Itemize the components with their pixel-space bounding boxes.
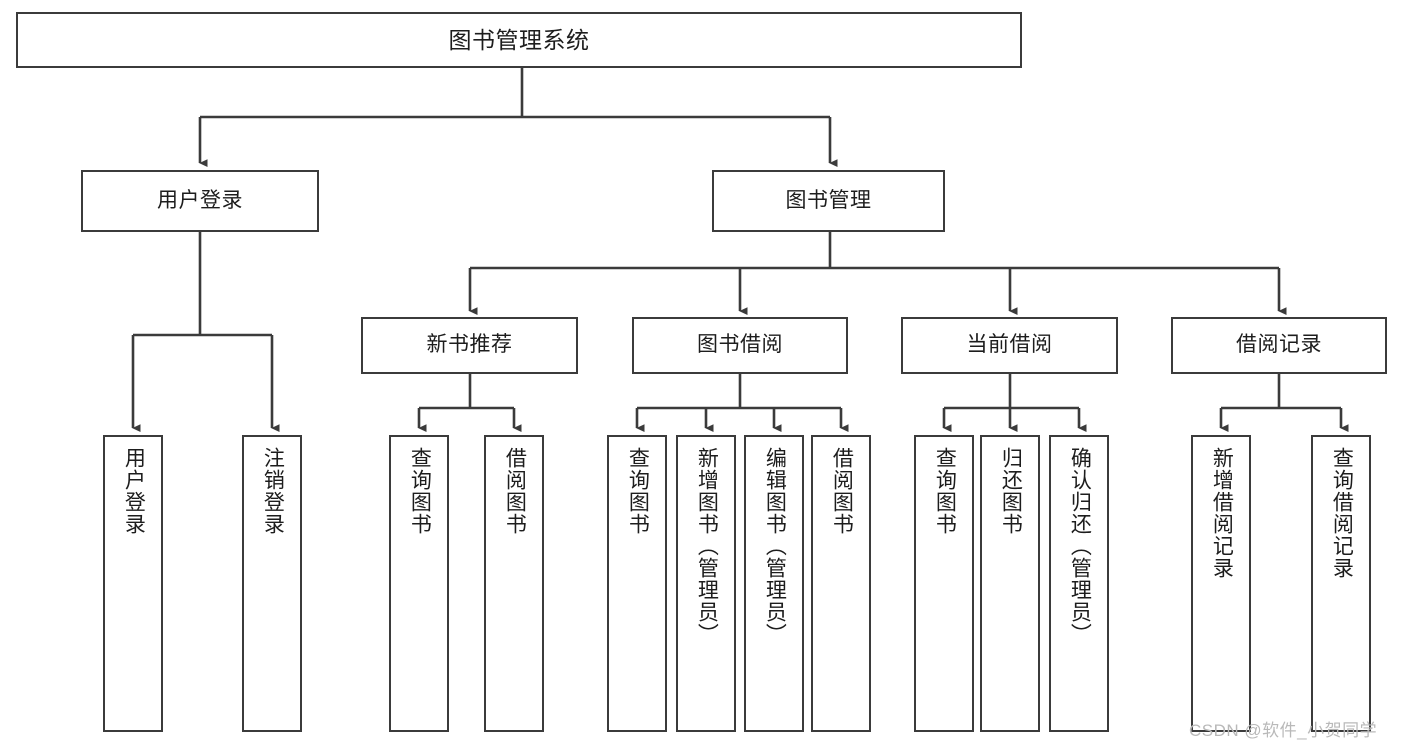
leaf-add-book-admin[interactable]: 新增图书（管理员） bbox=[676, 435, 736, 732]
leaf-query-book-borrow[interactable]: 查询图书 bbox=[607, 435, 667, 732]
node-label: 新书推荐 bbox=[426, 333, 513, 357]
node-label: 新增借阅记录 bbox=[1210, 447, 1234, 579]
node-book-management-system[interactable]: 图书管理系统 bbox=[16, 12, 1022, 68]
leaf-edit-book-admin[interactable]: 编辑图书（管理员） bbox=[744, 435, 804, 732]
node-label: 借阅记录 bbox=[1236, 333, 1322, 357]
node-label: 查询借阅记录 bbox=[1330, 447, 1354, 579]
leaf-confirm-return-admin[interactable]: 确认归还（管理员） bbox=[1049, 435, 1109, 732]
node-label: 用户登录 bbox=[122, 447, 146, 535]
node-label: 归还图书 bbox=[999, 447, 1023, 535]
node-label: 图书借阅 bbox=[697, 333, 783, 357]
leaf-user-login[interactable]: 用户登录 bbox=[103, 435, 163, 732]
leaf-logout-login[interactable]: 注销登录 bbox=[242, 435, 302, 732]
leaf-query-book-recommend[interactable]: 查询图书 bbox=[389, 435, 449, 732]
leaf-borrow-book-recommend[interactable]: 借阅图书 bbox=[484, 435, 544, 732]
node-label: 确认归还（管理员） bbox=[1068, 447, 1092, 645]
node-label: 编辑图书（管理员） bbox=[763, 447, 787, 645]
node-label: 注销登录 bbox=[261, 447, 285, 535]
node-label: 新增图书（管理员） bbox=[695, 447, 719, 645]
leaf-add-borrow-record[interactable]: 新增借阅记录 bbox=[1191, 435, 1251, 732]
node-current-borrow[interactable]: 当前借阅 bbox=[901, 317, 1118, 374]
node-label: 借阅图书 bbox=[830, 447, 854, 535]
node-label: 用户登录 bbox=[157, 188, 243, 212]
leaf-borrow-book[interactable]: 借阅图书 bbox=[811, 435, 871, 732]
node-user-login[interactable]: 用户登录 bbox=[81, 170, 319, 232]
node-label: 查询图书 bbox=[626, 447, 650, 535]
node-label: 图书管理 bbox=[785, 188, 872, 212]
node-label: 查询图书 bbox=[933, 447, 957, 535]
leaf-return-book[interactable]: 归还图书 bbox=[980, 435, 1040, 732]
node-label: 图书管理系统 bbox=[448, 26, 590, 53]
node-book-management[interactable]: 图书管理 bbox=[712, 170, 945, 232]
node-label: 查询图书 bbox=[408, 447, 432, 535]
leaf-query-borrow-record[interactable]: 查询借阅记录 bbox=[1311, 435, 1371, 732]
node-new-book-recommend[interactable]: 新书推荐 bbox=[361, 317, 578, 374]
leaf-query-book-current[interactable]: 查询图书 bbox=[914, 435, 974, 732]
node-label: 借阅图书 bbox=[503, 447, 527, 535]
node-book-borrow[interactable]: 图书借阅 bbox=[632, 317, 848, 374]
csdn-watermark: CSDN @软件_小贺同学 bbox=[1189, 721, 1378, 740]
node-label: 当前借阅 bbox=[966, 333, 1053, 357]
node-borrow-record[interactable]: 借阅记录 bbox=[1171, 317, 1387, 374]
